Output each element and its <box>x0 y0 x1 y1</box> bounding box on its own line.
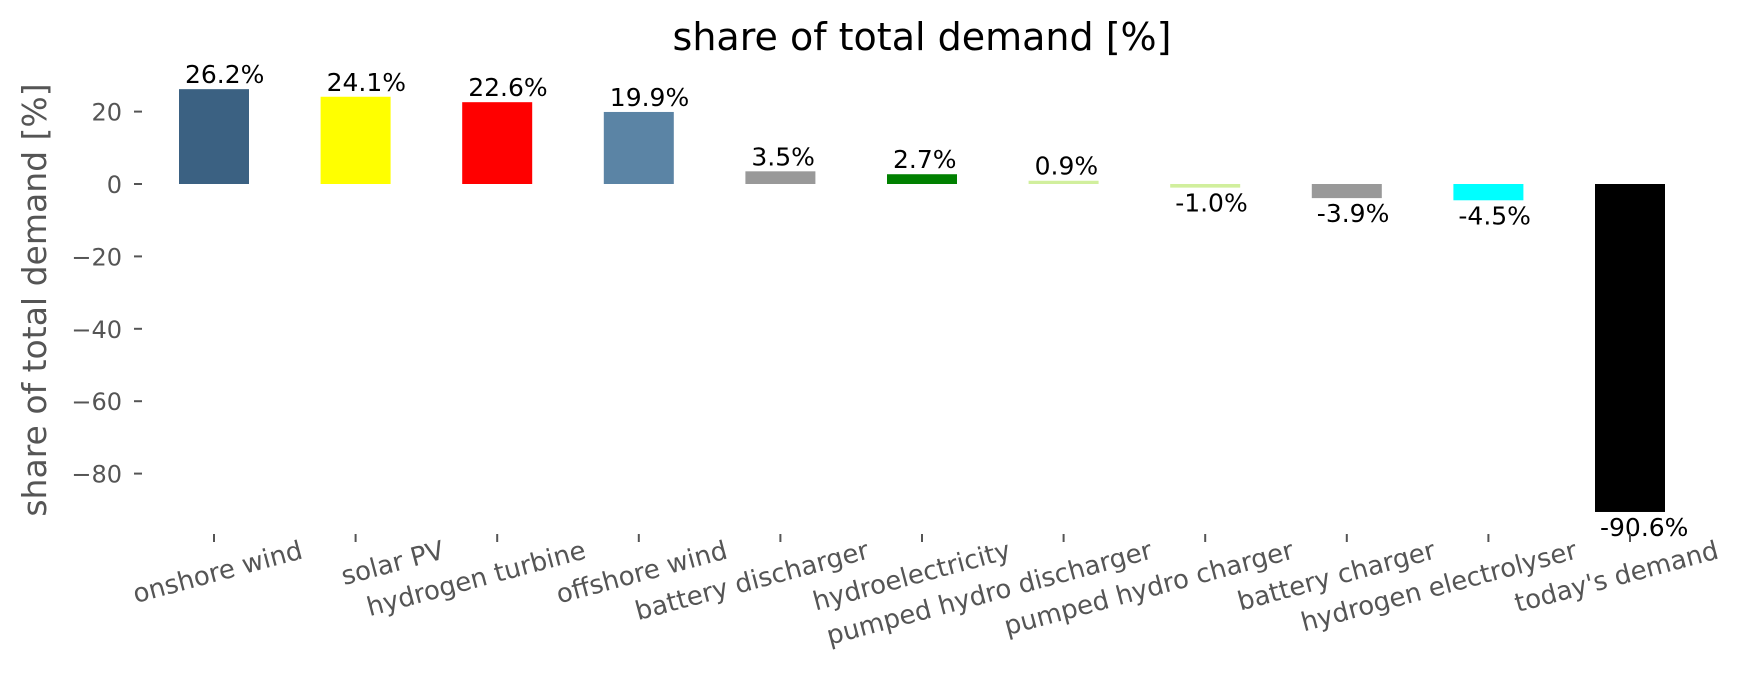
y-tick-label: −40 <box>71 316 122 344</box>
bar <box>179 89 249 184</box>
data-label: 26.2% <box>185 60 264 89</box>
data-label: 19.9% <box>610 83 689 112</box>
bar <box>887 174 957 184</box>
y-axis-ticks: 20 0 −20 −40 −60 −80 <box>71 99 142 489</box>
y-tick-label: 0 <box>107 171 122 199</box>
data-label: 3.5% <box>751 142 815 171</box>
data-label: 0.9% <box>1035 152 1099 181</box>
bar <box>1170 184 1241 188</box>
data-labels: 26.2% 24.1% 22.6% 19.9% 3.5% 2.7% 0.9% -1.0% -3.… <box>185 60 1688 542</box>
y-tick-label: −60 <box>71 388 122 416</box>
bar <box>1028 180 1099 184</box>
data-label: -3.9% <box>1317 199 1390 228</box>
bar <box>1453 184 1524 201</box>
bar <box>462 102 533 184</box>
chart-title: share of total demand [%] <box>673 15 1172 59</box>
data-label: 24.1% <box>327 68 406 97</box>
y-tick-label: 20 <box>91 99 122 127</box>
y-tick-label: −20 <box>71 243 122 271</box>
data-label: -90.6% <box>1600 513 1688 542</box>
data-label: 22.6% <box>468 73 547 102</box>
data-label: -1.0% <box>1175 189 1248 218</box>
bar <box>603 111 674 184</box>
y-axis-label: share of total demand [%] <box>15 83 54 516</box>
bar <box>1311 184 1382 199</box>
y-tick-label: −80 <box>71 461 122 489</box>
bar <box>745 171 816 184</box>
bar <box>1595 184 1665 512</box>
bar <box>320 96 391 184</box>
bars <box>179 89 1665 512</box>
x-tick-label: onshore wind <box>130 536 306 610</box>
data-label: -4.5% <box>1458 201 1531 230</box>
data-label: 2.7% <box>893 145 957 174</box>
